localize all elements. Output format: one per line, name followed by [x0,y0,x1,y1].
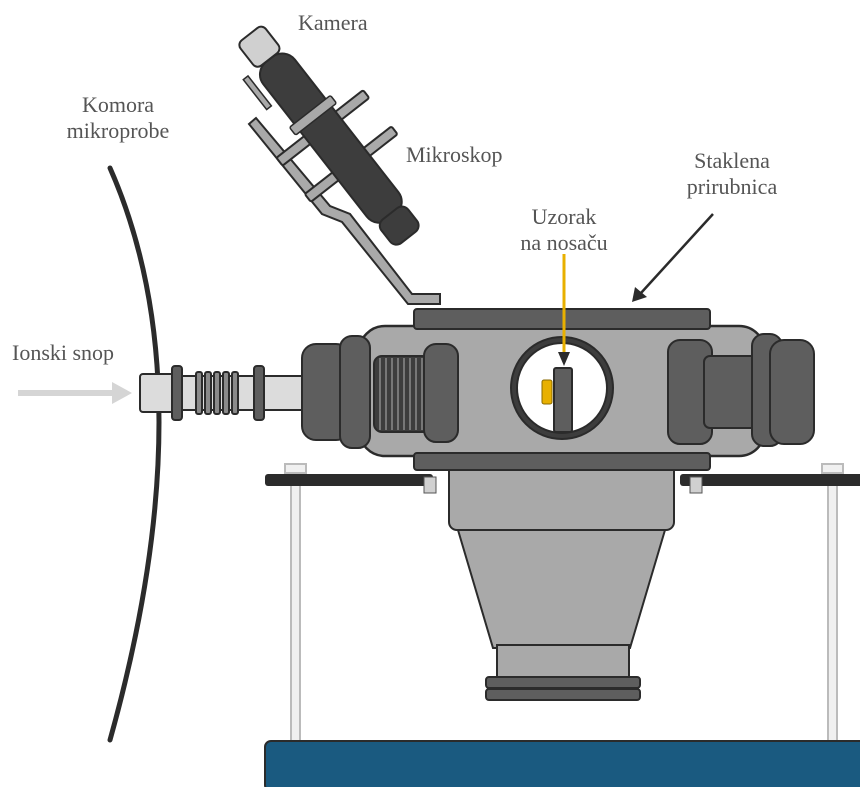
sample-holder [553,367,573,433]
left-port [301,335,459,449]
bolt-right [689,476,703,494]
outlet-pipe [496,644,630,681]
chamber-label-line1: Komora [81,92,155,117]
chamber-label: Komora mikroprobe [48,92,188,144]
support-bar-right [680,474,860,486]
ion-beam-label: Ionski snop [12,340,115,365]
outlet-ring-top [485,676,641,689]
microscope [238,25,420,246]
glass-flange-top [413,308,711,330]
bolt-left [423,476,437,494]
camera [238,25,281,68]
support-stand-right [821,463,844,746]
sample-label-line2: na nosaču [520,230,608,255]
sample-label: Uzorak na nosaču [502,204,626,256]
microscope-bracket [247,116,441,305]
chamber-wall-arc [107,165,162,743]
glass-flange-label-line1: Staklena [694,148,770,173]
lower-cone [456,529,667,649]
chamber-label-line2: mikroprobe [66,118,170,143]
right-port [667,333,815,447]
support-bar-left [265,474,433,486]
microscope-label: Mikroskop [406,142,503,167]
support-stand-left [284,463,307,746]
view-window [510,336,614,440]
flange-pointer-arrow [632,213,714,302]
beam-port-connector [139,365,311,421]
ion-beam-arrow [18,382,132,404]
sample-label-line1: Uzorak [531,204,597,229]
sample [541,379,553,405]
table-surface [264,740,860,787]
glass-flange-label-line2: prirubnica [686,174,778,199]
sample-pointer-arrow [558,254,570,366]
glass-flange-label: Staklena prirubnica [667,148,797,200]
lower-cylinder [448,461,675,531]
camera-label: Kamera [298,10,368,35]
outlet-ring-bottom [485,688,641,701]
flange-bottom [413,452,711,471]
